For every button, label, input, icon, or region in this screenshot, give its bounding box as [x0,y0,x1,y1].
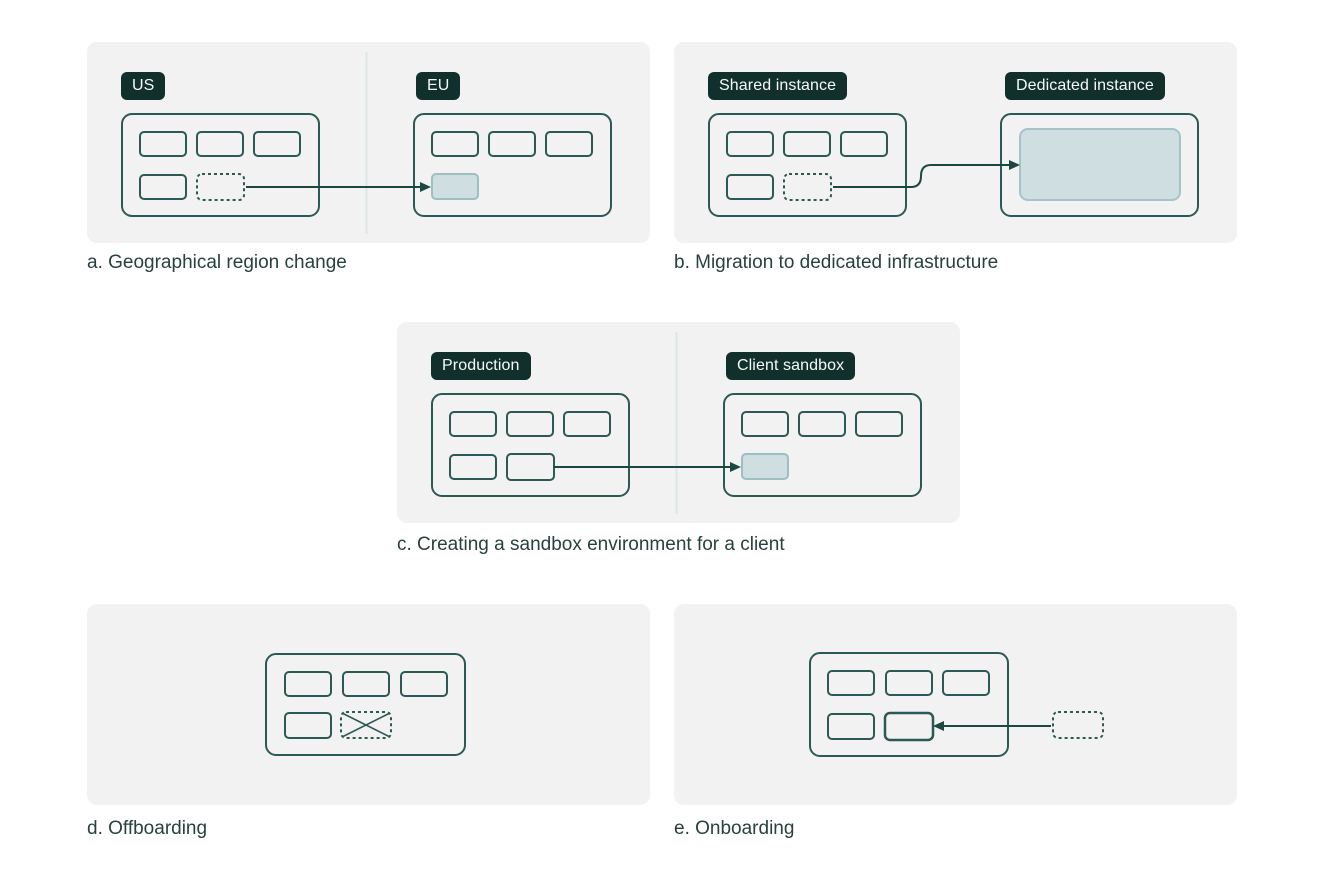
sandbox-copy-tenant-box [741,453,789,480]
tenant-box [284,671,332,697]
shared-instance-box [708,113,907,217]
panel-e-diagram [809,652,1104,757]
tenant-box [942,670,990,696]
tenant-box [449,411,497,437]
panel-migration-dedicated-infrastructure: Shared instance Dedicated instance [674,42,1237,243]
tenant-box [284,712,332,739]
source-tenant-box [506,453,555,481]
incoming-tenant-placeholder [1052,711,1104,739]
shared-instance-badge: Shared instance [708,72,848,100]
panel-offboarding [87,604,650,805]
removed-cross-icon [341,712,391,738]
vacated-tenant-placeholder [196,173,245,201]
removed-tenant-placeholder [340,711,392,739]
onboarding-arrowhead [933,721,944,731]
caption-e: e. Onboarding [674,818,795,839]
new-tenant-box [883,711,935,742]
tenant-box [342,671,390,697]
dedicated-tenant-box [1019,128,1181,201]
caption-c: c. Creating a sandbox environment for a … [397,534,785,555]
panel-d-diagram [265,653,466,756]
tenant-box [449,454,497,480]
tenant-box [855,411,903,437]
tenant-box [196,131,244,157]
region-badge-us: US [121,72,166,100]
client-sandbox-instance-box [723,393,922,497]
tenant-box [840,131,888,157]
tenant-box [827,713,875,740]
vacated-tenant-placeholder [783,173,832,201]
instance-box [809,652,1009,757]
eu-instance-box [413,113,612,217]
tenant-box [798,411,846,437]
dedicated-instance-badge: Dedicated instance [1005,72,1165,100]
panel-client-sandbox: Production Client sandbox [397,322,960,523]
tenant-box [783,131,831,157]
caption-d: d. Offboarding [87,818,208,839]
tenant-box [545,131,593,157]
tenant-box [885,670,933,696]
tenant-box [400,671,448,697]
production-instance-box [431,393,630,497]
region-badge-eu: EU [416,72,461,100]
caption-b: b. Migration to dedicated infrastructure [674,252,999,273]
caption-a: a. Geographical region change [87,252,347,273]
instance-box [265,653,466,756]
panel-geographical-region-change: US EU [87,42,650,243]
us-instance-box [121,113,320,217]
tenant-box [431,131,479,157]
tenant-box [726,131,774,157]
tenant-box [139,174,187,200]
tenant-box [726,174,774,200]
migration-arrowhead [420,182,431,192]
panel-onboarding [674,604,1237,805]
panel-a-diagram [121,52,612,234]
client-sandbox-badge: Client sandbox [726,352,856,380]
tenant-box [741,411,789,437]
panel-c-diagram [431,332,922,514]
tenant-box [506,411,554,437]
migration-arrowhead [1009,160,1020,170]
tenant-box [827,670,875,696]
migration-arrow [833,164,1009,188]
panel-b-diagram [708,113,1199,217]
tenant-box [488,131,536,157]
copy-arrowhead [730,462,741,472]
tenant-box [563,411,611,437]
tenant-box [139,131,187,157]
migrated-tenant-box [431,173,479,200]
production-badge: Production [431,352,531,380]
tenant-box [253,131,301,157]
